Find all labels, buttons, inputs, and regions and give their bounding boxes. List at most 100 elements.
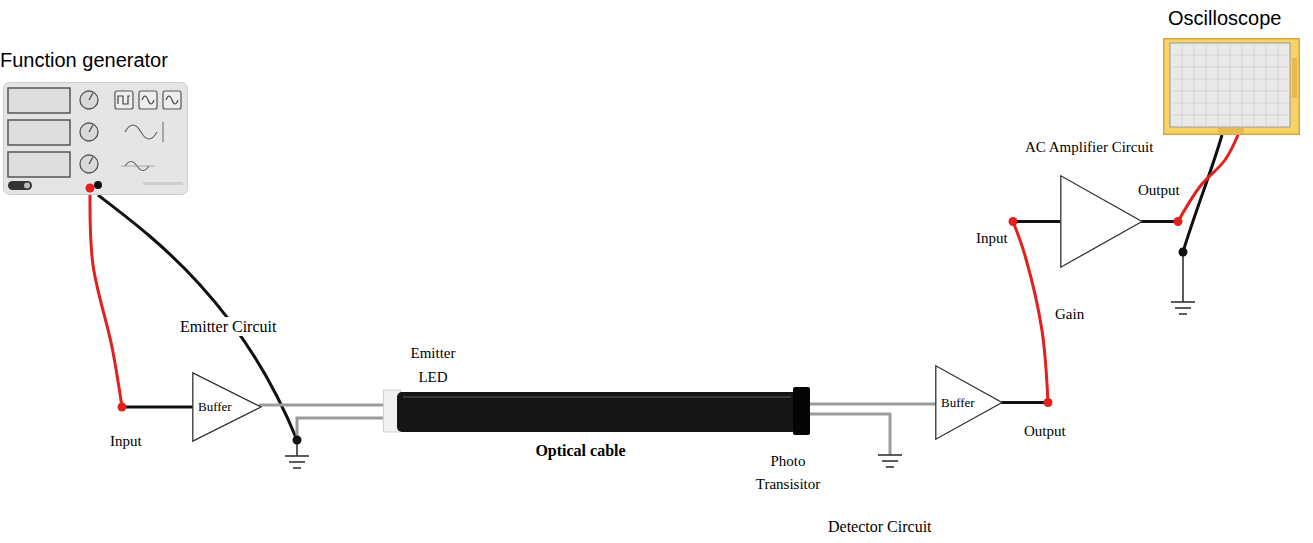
ground-bar: [289, 461, 305, 463]
buffer-amplifier: Buffer: [935, 365, 1003, 440]
knob-pointer: [89, 93, 93, 100]
screen-grid: [1170, 67, 1290, 68]
screen-grid: [1242, 43, 1243, 127]
node-heading: Oscilloscope: [1168, 6, 1281, 30]
power-switch-knob: [24, 183, 30, 189]
screen-grid: [1206, 43, 1207, 127]
ground-bar: [293, 467, 301, 469]
ground-symbol: [1171, 302, 1195, 314]
signal-wire: [1002, 401, 1048, 404]
optical-cable-body: [397, 392, 797, 432]
probe-lead: [1178, 135, 1238, 222]
signal-wire: [260, 404, 383, 407]
wire-connector: [90, 195, 192, 412]
node-text: Buffer: [941, 395, 975, 411]
amplitude-icon: [125, 125, 157, 139]
ground-bar: [1175, 307, 1191, 309]
node-heading: Optical cable: [383, 441, 778, 460]
probe-ground-lead: [1183, 135, 1222, 252]
node-outline: [1163, 38, 1300, 135]
screen-grid: [1254, 43, 1255, 127]
terminal-label: Input: [974, 229, 1010, 247]
component-label: Emitter LED: [396, 341, 470, 389]
control-label: Gain: [1053, 305, 1086, 323]
power-switch: [8, 181, 32, 190]
probe-input: [1218, 128, 1244, 133]
terminal-dot: [1044, 398, 1053, 407]
generator-display: [8, 120, 70, 145]
scope-body: [1164, 39, 1300, 135]
ground-bar: [1179, 313, 1187, 315]
amplifier-triangle: [193, 373, 261, 441]
node-outline: [383, 387, 810, 435]
probe-lead: [90, 195, 122, 407]
ground-stem: [296, 444, 298, 456]
ground-bar: [285, 455, 309, 457]
ground-bar: [882, 460, 898, 462]
amplifier-triangle: [936, 366, 1002, 439]
node-outline: [1060, 175, 1143, 268]
terminal-label: Output: [1136, 181, 1182, 199]
screen-grid: [1170, 103, 1290, 104]
led-return-wire: [297, 418, 383, 440]
terminal-dot: [118, 403, 127, 412]
oscilloscope: Oscilloscope: [1163, 38, 1300, 135]
ground-node: [1179, 248, 1188, 257]
screen-grid: [1266, 43, 1267, 127]
screen-grid: [1170, 115, 1290, 116]
node-heading: Function generator: [0, 48, 168, 72]
connector-group: [90, 135, 1238, 412]
wire-connector: [1002, 217, 1060, 407]
signal-wire: [1142, 220, 1178, 223]
generator-knob: [80, 91, 98, 109]
generator-body: [4, 83, 188, 195]
output-terminal: [94, 181, 102, 189]
offset-icon: [121, 166, 155, 167]
cable-highlight: [403, 396, 791, 398]
square-wave-icon: [118, 96, 130, 104]
optical-cable: Optical cable: [383, 387, 810, 435]
node-heading: AC Amplifier Circuit: [1025, 138, 1153, 156]
screen-grid: [1170, 55, 1290, 56]
terminal-label: Output: [1022, 422, 1068, 440]
screen-grid: [1170, 91, 1290, 92]
generator-knob: [80, 155, 98, 173]
ground-symbol: [878, 455, 902, 467]
waveform-button: [115, 91, 133, 109]
screen-grid: [1194, 43, 1195, 127]
panel-detail: [143, 182, 183, 185]
generator-display: [8, 88, 70, 113]
component-label: Photo Transisitor: [740, 450, 836, 496]
output-terminal: [86, 184, 95, 193]
buffer-amplifier: Buffer: [192, 372, 262, 442]
sine-wave-icon: [166, 96, 178, 104]
photo-transistor: [793, 387, 810, 435]
terminal-label: Input: [108, 432, 144, 450]
signal-wire: [810, 403, 935, 406]
knob-pointer: [89, 157, 93, 164]
screen-grid: [1182, 43, 1183, 127]
screen-grid: [1218, 43, 1219, 127]
scope-screen: [1170, 43, 1290, 127]
terminal-dot: [1009, 217, 1018, 226]
ground-bar: [1171, 301, 1195, 303]
terminal-dot: [1174, 217, 1183, 226]
generator-display: [8, 152, 70, 177]
waveform-button: [139, 91, 157, 109]
scope-side-panel: [1292, 58, 1297, 98]
knob-pointer: [89, 125, 93, 132]
amplifier-triangle: [1061, 176, 1142, 267]
ground-bar: [878, 454, 902, 456]
function-generator: Function generator: [3, 82, 188, 195]
sine-wave-icon: [142, 96, 154, 104]
generator-knob: [80, 123, 98, 141]
circuit-label: Detector Circuit: [826, 517, 934, 536]
wire-connector: [810, 404, 935, 405]
amplitude-icon: [163, 122, 164, 142]
node-outline: [3, 82, 188, 195]
ground-symbol: [285, 444, 309, 468]
screen-grid: [1230, 43, 1231, 127]
